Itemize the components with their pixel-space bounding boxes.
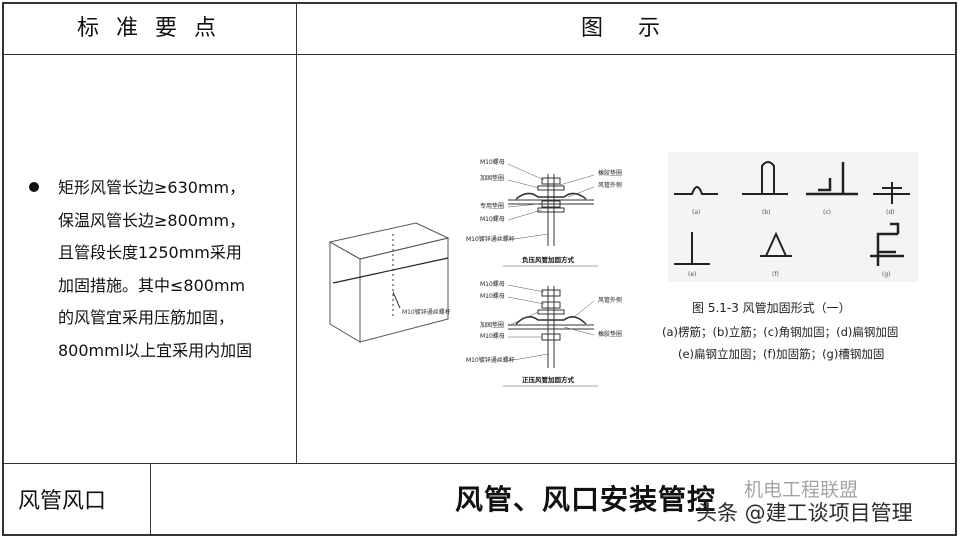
positive-pressure-labels: M10螺母 M10螺母 加固垫圈 M10螺母 M10镀锌通丝螺杆 风管外侧 橡胶… — [466, 280, 622, 364]
negative-pressure-caption: 负压风管加固方式 — [522, 255, 575, 264]
forms-caption-line1: (a)楞筋；(b)立筋；(c)角钢加固；(d)扁钢加固 — [662, 325, 898, 339]
form-a-rib — [674, 186, 718, 195]
forms-figure-title: 图 5.1-3 风管加固形式（一） — [692, 300, 851, 315]
callout-label: M10镀锌通丝螺杆 — [466, 356, 515, 364]
callout-label: 橡胶垫圈 — [598, 169, 622, 177]
duct-rod-label: M10镀锌通丝螺杆 — [402, 308, 451, 316]
watermark-bottom: 头条 @建工谈项目管理 — [696, 501, 913, 525]
requirement-bullet: 矩形风管长边≥630mm， 保温风管长边≥800mm， 且管段长度1250mm采… — [24, 172, 294, 367]
form-f-rib — [760, 231, 792, 257]
forms-caption-line2: (e)扁钢立加固；(f)加固筋；(g)槽钢加固 — [678, 347, 884, 361]
callout-label: 风管外侧 — [598, 181, 622, 189]
negative-pressure-leaders — [507, 163, 595, 241]
callout-label: 风管外侧 — [598, 296, 622, 304]
requirement-line: 矩形风管长边≥630mm， — [58, 178, 246, 197]
form-b-vertical-rib — [742, 161, 788, 195]
callout-label: M10螺母 — [480, 292, 505, 300]
footer-title: 风管、风口安装管控 — [455, 483, 717, 516]
callout-label: 加固垫圈 — [480, 321, 504, 329]
requirement-line: 800mml以上宜采用内加固 — [58, 340, 253, 360]
callout-label: M10螺母 — [480, 215, 505, 223]
table-column-divider — [296, 2, 297, 463]
requirement-line: 加固措施。其中≤800mm — [58, 275, 246, 295]
section-label: 风管风口 — [18, 489, 107, 514]
table-header-divider — [2, 54, 957, 55]
form-d-flat-steel — [873, 182, 910, 204]
positive-pressure-detail — [508, 286, 594, 368]
callout-label: M10螺母 — [480, 158, 505, 166]
form-tag: (g) — [882, 271, 891, 278]
callout-label: M10镀锌通丝螺杆 — [466, 235, 515, 243]
negative-pressure-detail — [508, 174, 594, 246]
positive-pressure-leaders — [507, 284, 595, 362]
requirement-line: 的风管宜采用压筋加固， — [58, 308, 235, 327]
form-tags: (a) (b) (c) (d) (e) (f) (g) — [688, 209, 895, 278]
callout-label: 加固垫圈 — [480, 174, 504, 182]
table-border-top — [2, 2, 957, 4]
form-g-channel — [870, 222, 904, 266]
reinforcement-forms — [674, 161, 910, 266]
callout-label: M10螺母 — [480, 332, 505, 340]
form-c-angle-steel — [806, 162, 858, 196]
callout-label: 橡胶垫圈 — [598, 330, 622, 338]
header-illustration: 图 示 — [581, 16, 674, 41]
footer-column-divider — [150, 463, 151, 535]
positive-pressure-caption: 正压风管加固方式 — [522, 375, 575, 384]
form-tag: (b) — [762, 209, 771, 216]
form-tag: (e) — [688, 271, 696, 278]
requirement-line: 保温风管长边≥800mm， — [58, 210, 246, 230]
negative-pressure-labels: M10螺母 加固垫圈 专用垫圈 M10螺母 M10镀锌通丝螺杆 橡胶垫圈 风管外… — [466, 158, 622, 243]
watermark-top: 机电工程联盟 — [744, 479, 859, 501]
table-border-left — [2, 2, 4, 536]
table-border-right — [955, 2, 957, 536]
duct-box-drawing — [328, 222, 450, 343]
header-standard-points: 标 准 要 点 — [77, 16, 221, 41]
form-tag: (d) — [886, 209, 895, 216]
form-tag: (c) — [823, 209, 831, 216]
table-footer-divider — [2, 463, 957, 464]
form-tag: (f) — [772, 271, 779, 278]
requirement-text: 矩形风管长边≥630mm， 保温风管长边≥800mm， 且管段长度1250mm采… — [24, 172, 294, 367]
callout-label: 专用垫圈 — [480, 202, 504, 210]
reinforcement-illustration: M10镀锌通丝螺杆 M10螺母 加固垫圈 专用垫圈 M10螺母 M10镀锌通丝螺… — [328, 152, 918, 387]
forms-panel-background — [668, 152, 918, 282]
requirement-line: 且管段长度1250mm采用 — [58, 243, 242, 262]
form-tag: (a) — [692, 209, 700, 216]
form-e-flat-vertical — [674, 232, 710, 265]
callout-label: M10螺母 — [480, 280, 505, 288]
table-border-bottom — [2, 534, 957, 536]
